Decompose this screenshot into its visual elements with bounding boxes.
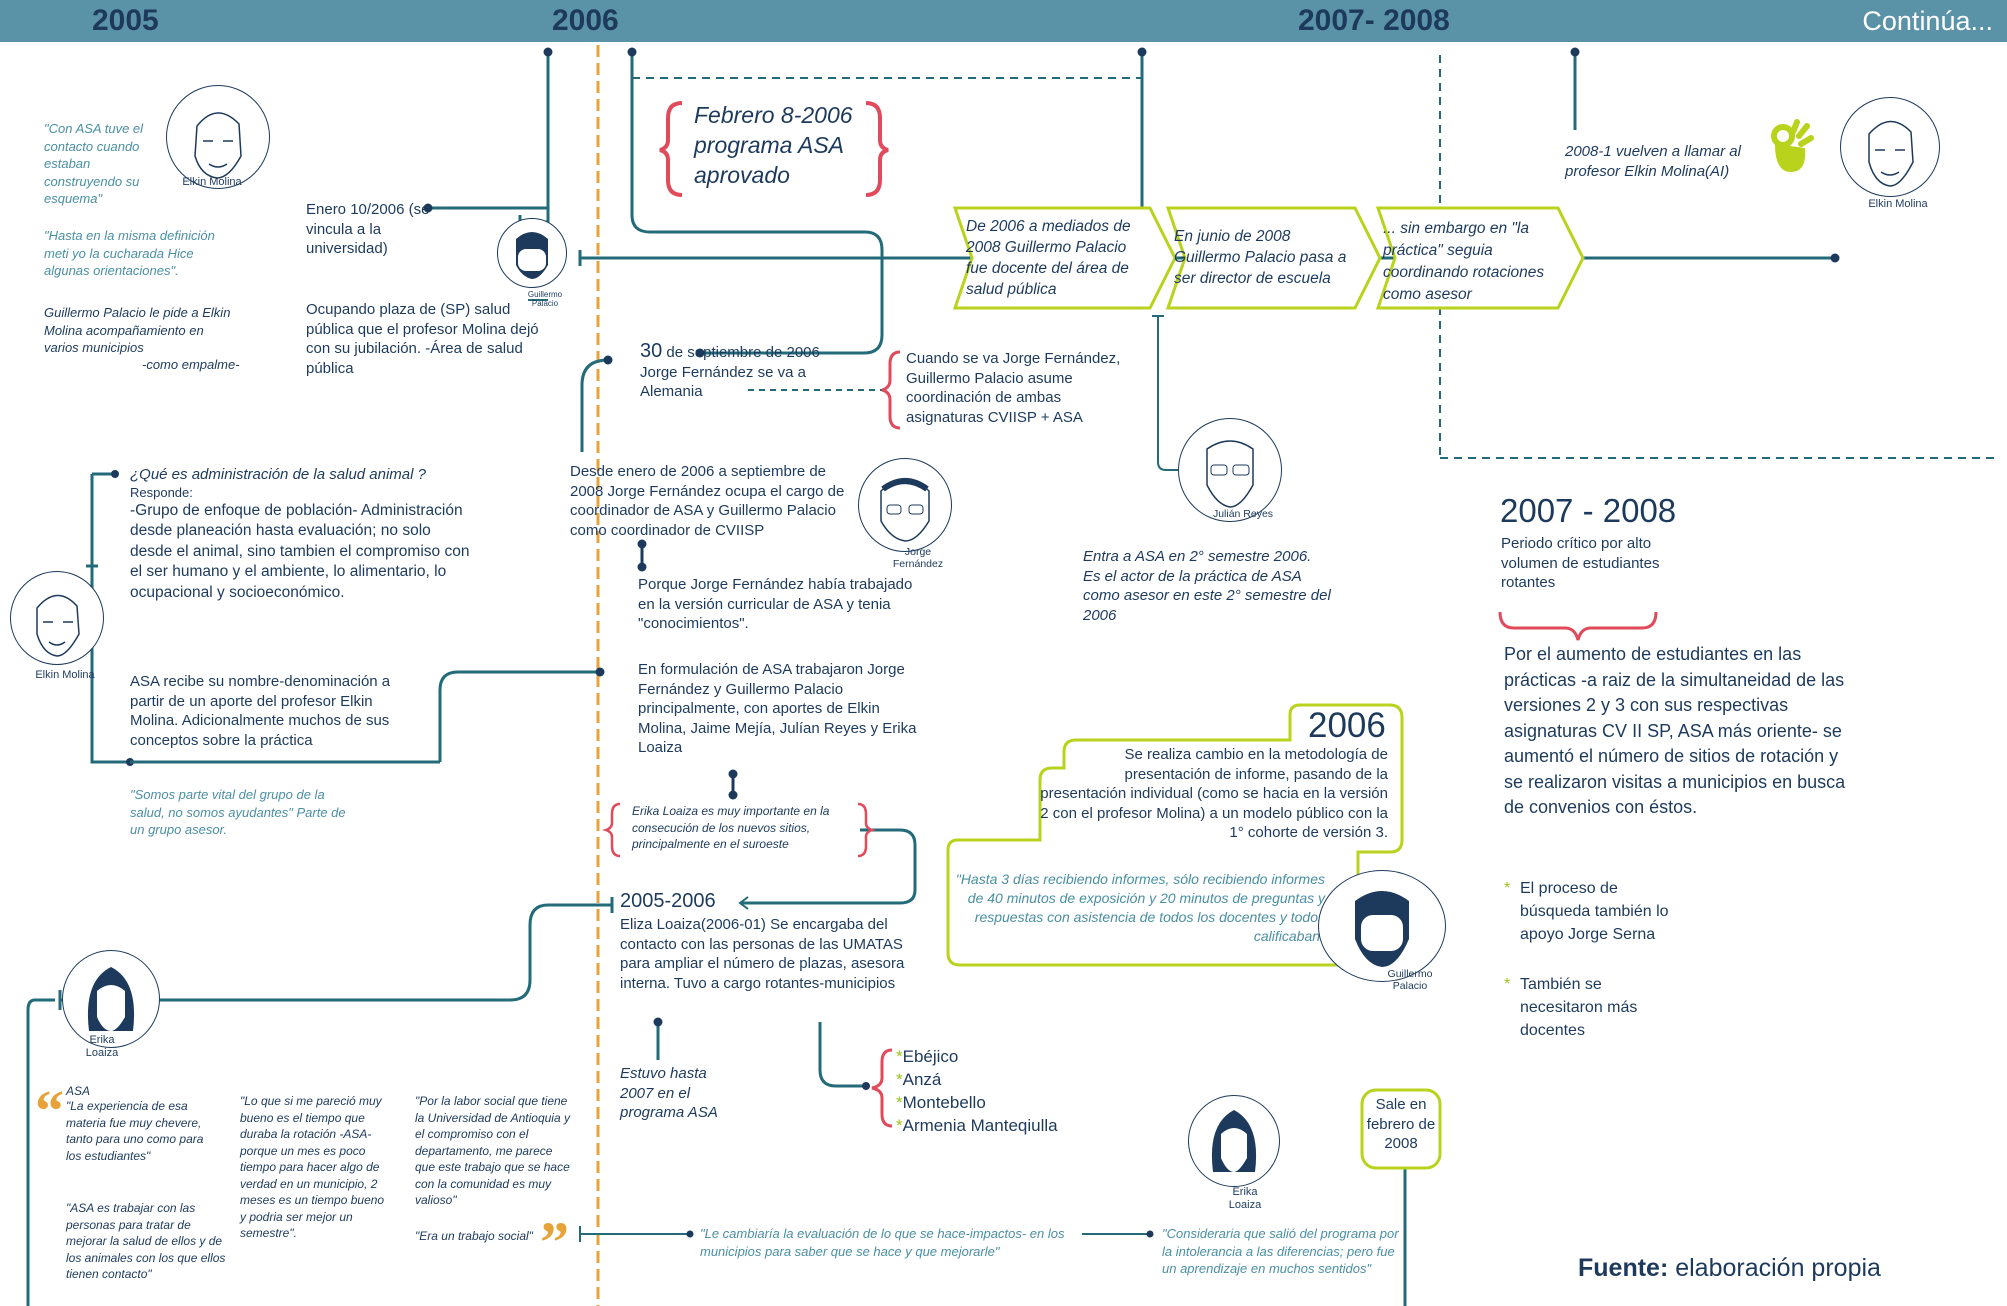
svg-text:“: “ [35, 1078, 64, 1143]
bottom-quote-intolerancia: "Consideraria que salió del programa por… [1162, 1226, 1399, 1276]
bottom-quote-asa-trabajar: "ASA es trabajar con las personas para t… [66, 1201, 226, 1281]
guillermo-palacio-name-2: Guillermo Palacio [1387, 968, 1433, 992]
qa-question: ¿Qué es administración de la salud anima… [130, 466, 426, 483]
chevron-director-text: En junio de 2008 Guillermo Palacio pasa … [1174, 228, 1347, 287]
continua-label: Continúa... [1862, 6, 1993, 36]
asterisk-icon: * [896, 1116, 903, 1135]
range-2005-2006-title: 2005-2006 [620, 890, 716, 912]
bottom-quote-experiencia: "La experiencia de esa materia fue muy c… [66, 1099, 204, 1163]
elkin-molina-name-3: Elkin Molina [1868, 198, 1928, 210]
eliza-loaiza-event: Eliza Loaiza(2006-01) Se encargaba del c… [620, 916, 905, 992]
bullet-jorge-serna: * El proceso de búsqueda también lo apoy… [1504, 877, 1684, 946]
ok-hand-icon [1765, 118, 1815, 178]
estuvo-hasta-2007: Estuvo hasta 2007 en el programa ASA [620, 1065, 718, 1121]
sept-30-event: 30 de septiembre de 2006 Jorge Fernández… [640, 340, 860, 402]
timeline-header-bar: 2005 2006 2007- 2008 Continúa... [0, 0, 2007, 42]
quote-palacio-pide: Guillermo Palacio le pide a Elkin Molina… [44, 305, 231, 355]
municipio-item: *Armenia Manteqiulla [896, 1116, 1058, 1135]
quote-empalme: -como empalme- [142, 357, 240, 372]
cloud-year-2006: 2006 [1308, 706, 1386, 745]
bottom-quote-asa-label: ASA [66, 1084, 91, 1098]
cloud-quote-informes: "Hasta 3 días recibiendo informes, sólo … [955, 871, 1325, 944]
julian-reyes-name: Julián Reyes [1212, 508, 1274, 520]
quote-elkin-1: "Con ASA tuve el contacto cuando estaban… [44, 121, 144, 206]
asterisk-icon: * [1504, 976, 1511, 993]
guillermo-palacio-portrait [497, 218, 567, 288]
guillermo-palacio-portrait-2 [1318, 870, 1446, 982]
porque-jorge-event: Porque Jorge Fernández había trabajado e… [638, 576, 913, 632]
julian-reyes-portrait [1178, 418, 1282, 522]
periodo-critico-text: Periodo crítico por alto volumen de estu… [1501, 535, 1660, 591]
fuente-label: Fuente: elaboración propia [1578, 1254, 1881, 1282]
municipio-item: *Ebéjico [896, 1047, 959, 1066]
bottom-quote-trabajo-social: "Era un trabajo social" [415, 1229, 533, 1243]
chevron-asesor-text: ... sin embargo en "la práctica" seguia … [1383, 220, 1545, 303]
qa-block: ¿Qué es administración de la salud anima… [130, 465, 470, 603]
elkin-llamar-2008: 2008-1 vuelven a llamar al profesor Elki… [1565, 143, 1741, 180]
erika-loaiza-portrait-2 [1188, 1095, 1280, 1187]
elkin-molina-portrait-2 [10, 571, 104, 665]
sept-30-day: 30 [640, 340, 663, 362]
year-2006-label: 2006 [552, 4, 619, 37]
cloud-metodologia-text: Se realiza cambio en la metodología de p… [1040, 746, 1388, 841]
bottom-quote-rotacion: "Lo que si me pareció muy bueno es el ti… [240, 1094, 385, 1240]
bottom-quote-labor-social: "Por la labor social que tiene la Univer… [415, 1094, 570, 1207]
asterisk-icon: * [1504, 880, 1511, 897]
enero-2006-event: Enero 10/2006 (se vincula a la universid… [306, 201, 430, 257]
quote-elkin-2: "Hasta en la misma definición meti yo la… [44, 228, 215, 278]
sept-30-text: de septiembre de 2006 Jorge Fernández se… [640, 344, 820, 400]
sale-febrero-2008: Sale en febrero de 2008 [1366, 1096, 1436, 1152]
year-2007-2008-label: 2007- 2008 [1298, 4, 1450, 37]
elkin-molina-portrait-3 [1840, 97, 1940, 197]
municipio-item: *Anzá [896, 1070, 942, 1089]
bottom-quote-evaluacion: "Le cambiaría la evaluación de lo que se… [700, 1226, 1065, 1259]
municipios-list: *Ebéjico *Anzá *Montebello *Armenia Mant… [896, 1045, 1058, 1137]
municipio-item: *Montebello [896, 1093, 986, 1112]
desde-enero-event: Desde enero de 2006 a septiembre de 2008… [570, 463, 845, 539]
cuando-se-va-event: Cuando se va Jorge Fernández, Guillermo … [906, 350, 1121, 426]
asterisk-icon: * [896, 1070, 903, 1089]
elkin-molina-portrait [166, 85, 270, 189]
somos-parte-quote: "Somos parte vital del grupo de la salud… [130, 787, 346, 837]
erika-importante-note: Erika Loaiza es muy importante en la con… [632, 804, 830, 851]
svg-text:”: ” [540, 1210, 569, 1275]
jorge-fernandez-name: Jorge Fernández [892, 546, 944, 570]
ocupando-plaza-event: Ocupando plaza de (SP) salud pública que… [306, 301, 539, 377]
asterisk-icon: * [896, 1047, 903, 1066]
elkin-molina-name: Elkin Molina [182, 176, 242, 188]
year-2005-label: 2005 [92, 4, 159, 37]
asa-name-origin: ASA recibe su nombre-denominación a part… [130, 673, 391, 749]
qa-answer: -Grupo de enfoque de población- Administ… [130, 501, 470, 601]
chevron-docente-text: De 2006 a mediados de 2008 Guillermo Pal… [966, 218, 1131, 298]
febrero-asa-aprobado: Febrero 8-2006 programa ASA aprovado [694, 102, 853, 188]
erika-loaiza-name-2: Erika Loaiza [1228, 1186, 1262, 1211]
bullet-mas-docentes: * También se necesitaron más docentes [1504, 973, 1684, 1042]
qa-responde: Responde: [130, 484, 193, 500]
erika-loaiza-name: Erika Loaiza [85, 1034, 119, 1059]
julian-entra-note: Entra a ASA en 2° semestre 2006. Es el a… [1083, 548, 1331, 624]
elkin-molina-name-2: Elkin Molina [35, 669, 95, 681]
aumento-estudiantes-text: Por el aumento de estudiantes en las prá… [1504, 644, 1846, 817]
guillermo-palacio-name: Guillermo Palacio [527, 290, 563, 308]
jorge-fernandez-portrait [858, 458, 952, 552]
period-2007-2008-title: 2007 - 2008 [1500, 492, 1677, 529]
erika-loaiza-portrait [62, 950, 160, 1048]
formulacion-asa-event: En formulación de ASA trabajaron Jorge F… [638, 661, 917, 756]
asterisk-icon: * [896, 1093, 903, 1112]
